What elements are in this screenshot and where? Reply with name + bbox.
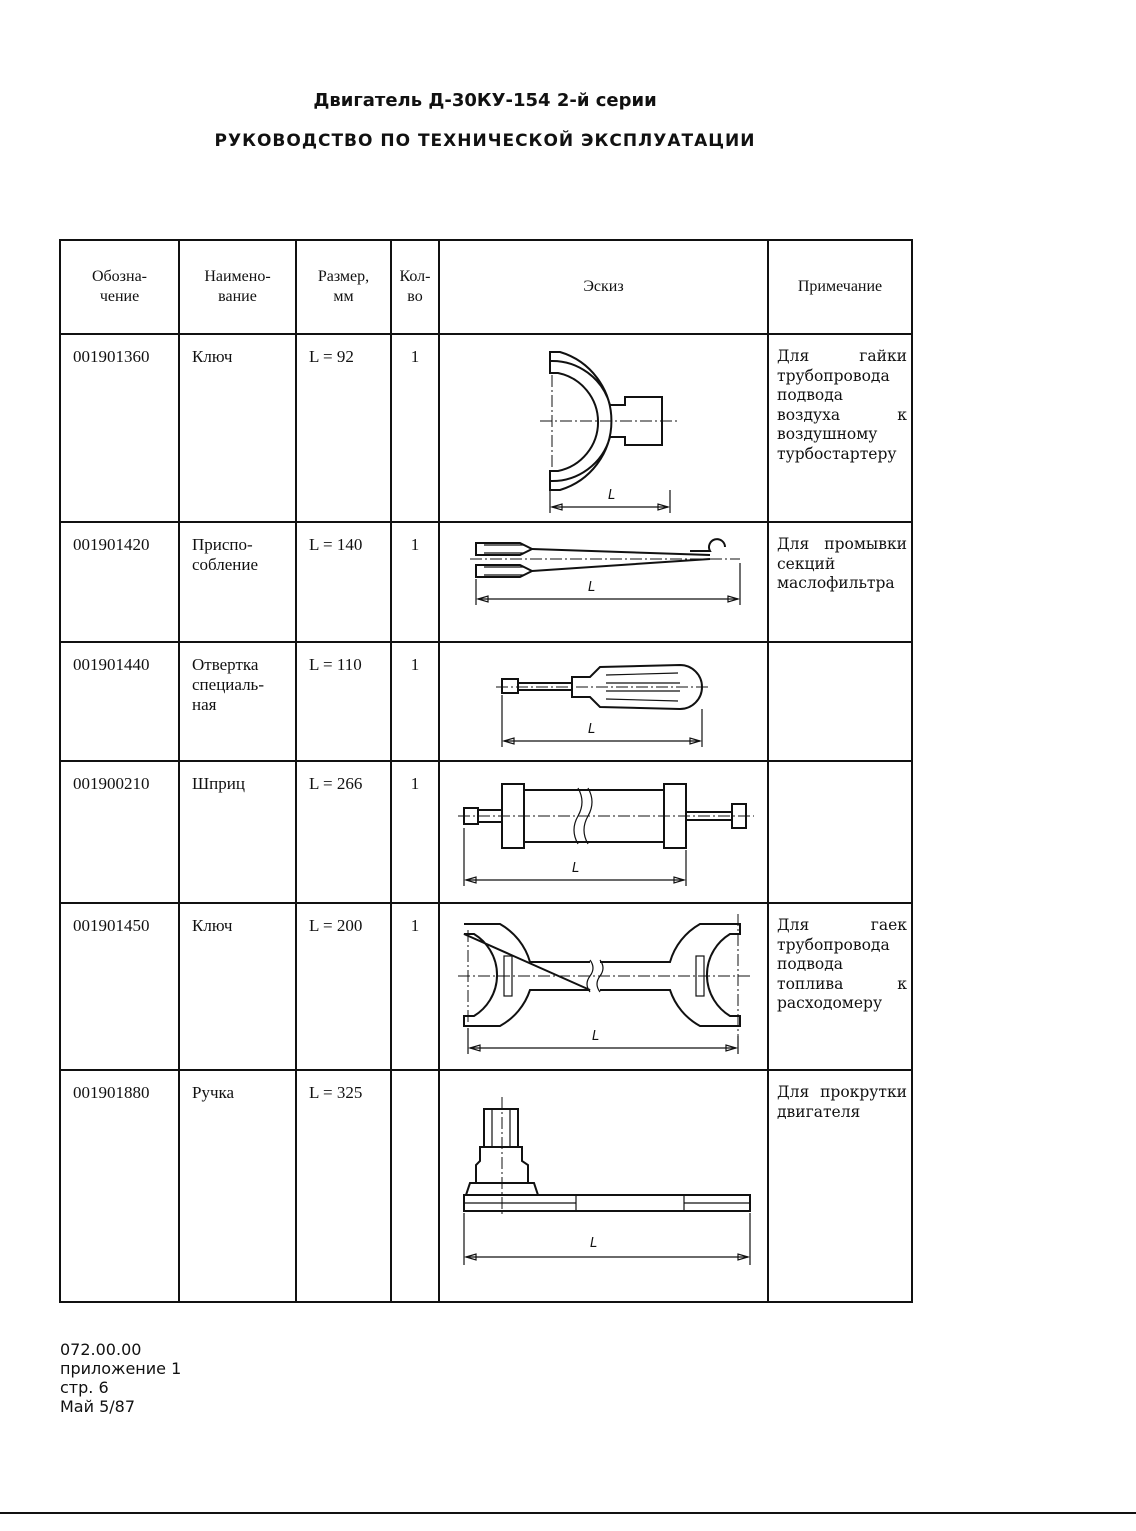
header-designation: Обозна-чение — [59, 239, 180, 335]
crank-handle-icon: L — [463, 1097, 751, 1265]
header-name: Наимено-вание — [178, 239, 297, 335]
dimension-label: L — [588, 722, 595, 737]
qty-cell: 1 — [410, 655, 420, 674]
size-cell: L = 266 — [309, 774, 363, 793]
size-cell: L = 92 — [309, 347, 354, 366]
document-title: Двигатель Д-30КУ-154 2-й серии — [313, 90, 657, 111]
qty-cell — [392, 1071, 438, 1083]
header-qty: Кол-во — [390, 239, 440, 335]
revision-date: Май 5/87 — [60, 1397, 136, 1416]
tongs-icon: L — [470, 538, 741, 605]
dimension-label: L — [572, 861, 579, 876]
designation-cell: 001900210 — [73, 774, 150, 793]
table-row: 001901450 Ключ L = 200 1 L — [59, 902, 913, 1071]
name-cell: Ключ — [192, 916, 233, 935]
table-row: 001900210 Шприц L = 266 1 — [59, 760, 913, 904]
bottom-rule — [0, 1512, 1136, 1514]
note-cell: Для гайки трубопровода подвода воздуха к… — [777, 347, 907, 463]
note-cell — [769, 762, 911, 774]
qty-cell: 1 — [410, 774, 420, 793]
wrench-c-icon: L — [540, 351, 680, 513]
name-cell: Приспо-собление — [192, 535, 259, 574]
table-row: 001901880 Ручка L = 325 — [59, 1069, 913, 1303]
name-cell: Ключ — [192, 347, 233, 366]
note-cell: Для гаек трубопровода подвода топлива к … — [777, 916, 907, 1012]
table-row: 001901420 Приспо-собление L = 140 1 — [59, 521, 913, 643]
dimension-label: L — [588, 580, 595, 595]
designation-cell: 001901450 — [73, 916, 150, 935]
size-cell: L = 325 — [309, 1083, 363, 1102]
syringe-icon: L — [458, 783, 754, 886]
name-cell: Ручка — [192, 1083, 235, 1102]
note-cell — [769, 643, 911, 655]
designation-cell: 001901360 — [73, 347, 150, 366]
screwdriver-icon: L — [496, 663, 710, 747]
dimension-label: L — [608, 488, 615, 503]
qty-cell: 1 — [410, 347, 420, 366]
appendix-label: приложение 1 — [60, 1359, 182, 1378]
document-subtitle: РУКОВОДСТВО ПО ТЕХНИЧЕСКОЙ ЭКСПЛУАТАЦИИ — [214, 131, 756, 151]
tools-table: Обозна-чение Наимено-вание Размер,мм Кол… — [59, 239, 913, 1303]
name-cell: Шприц — [192, 774, 245, 793]
header-size: Размер,мм — [295, 239, 392, 335]
dimension-label: L — [592, 1029, 599, 1044]
qty-cell: 1 — [410, 535, 420, 554]
table-header-row: Обозна-чение Наимено-вание Размер,мм Кол… — [59, 239, 913, 335]
designation-cell: 001901420 — [73, 535, 150, 554]
name-cell: Отвертка специаль-ная — [192, 655, 264, 714]
table-row: 001901440 Отвертка специаль-ная L = 110 … — [59, 641, 913, 762]
note-cell: Для прокрутки двигателя — [777, 1083, 907, 1121]
page-number: стр. 6 — [60, 1378, 109, 1397]
dimension-label: L — [590, 1236, 597, 1251]
header-sketch: Эскиз — [438, 239, 769, 335]
size-cell: L = 140 — [309, 535, 363, 554]
header-note: Примечание — [767, 239, 913, 335]
designation-cell: 001901880 — [73, 1083, 150, 1102]
page-footer: 072.00.00 приложение 1 стр. 6 Май 5/87 — [60, 1340, 181, 1416]
table-row: 001901360 Ключ L = 92 1 L Для гайки труб… — [59, 333, 913, 523]
double-wrench-icon: L — [458, 914, 750, 1054]
doc-number: 072.00.00 — [60, 1340, 142, 1359]
size-cell: L = 110 — [309, 655, 362, 674]
note-cell: Для промывки секций маслофильтра — [777, 535, 907, 592]
size-cell: L = 200 — [309, 916, 363, 935]
designation-cell: 001901440 — [73, 655, 150, 674]
qty-cell: 1 — [410, 916, 420, 935]
